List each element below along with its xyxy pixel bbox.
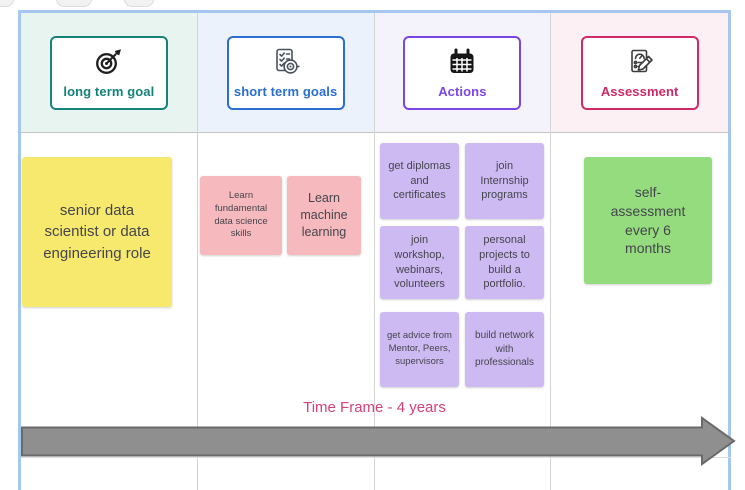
sticky-note-learn-fundamentals[interactable]: Learn fundamental data science skills — [200, 176, 282, 255]
cutoff-toolbar-button[interactable] — [56, 0, 92, 7]
assessment-label: Assessment — [600, 84, 679, 99]
sticky-note-self-assessment[interactable]: self-assessment every 6 months — [584, 157, 712, 284]
sticky-note-long-term-goal[interactable]: senior data scientist or data engineerin… — [22, 157, 172, 307]
actions-header-card[interactable]: Actions — [403, 35, 522, 110]
sticky-note-portfolio[interactable]: personal projects to build a portfolio. — [465, 226, 544, 299]
sticky-note-learn-ml[interactable]: Learn machine learning — [287, 176, 361, 255]
cutoff-toolbar-button[interactable] — [0, 0, 14, 7]
column-header-cell: Assessment — [551, 13, 728, 133]
assessment-document-icon — [624, 46, 656, 81]
sticky-note-workshops[interactable]: join workshop, webinars, volunteers — [380, 226, 459, 299]
column-header-cell: Actions — [374, 13, 551, 133]
long-term-goal-label: long term goal — [63, 84, 155, 99]
short-term-goals-header-card[interactable]: short term goals — [226, 35, 345, 110]
short-term-goals-label: short term goals — [233, 84, 338, 99]
sticky-note-diplomas[interactable]: get diplomas and certificates — [380, 143, 459, 219]
assessment-header-card[interactable]: Assessment — [580, 35, 699, 110]
checklist-target-icon — [269, 46, 302, 81]
column-header-cell: long term goal — [21, 13, 197, 133]
actions-label: Actions — [438, 83, 487, 99]
calendar-icon — [446, 47, 478, 81]
long-term-goal-header-card[interactable]: long term goal — [49, 35, 168, 110]
table-row-divider — [21, 457, 731, 458]
sticky-note-mentor-advice[interactable]: get advice from Mentor, Peers, superviso… — [380, 312, 459, 387]
target-icon — [93, 46, 125, 81]
sticky-note-internship[interactable]: join Internship programs — [465, 143, 544, 219]
sticky-note-network[interactable]: build network with professionals — [465, 312, 544, 387]
timeframe-label[interactable]: Time Frame - 4 years — [303, 399, 446, 416]
cutoff-toolbar-button[interactable] — [124, 0, 154, 7]
column-header-cell: short term goals — [197, 13, 374, 133]
